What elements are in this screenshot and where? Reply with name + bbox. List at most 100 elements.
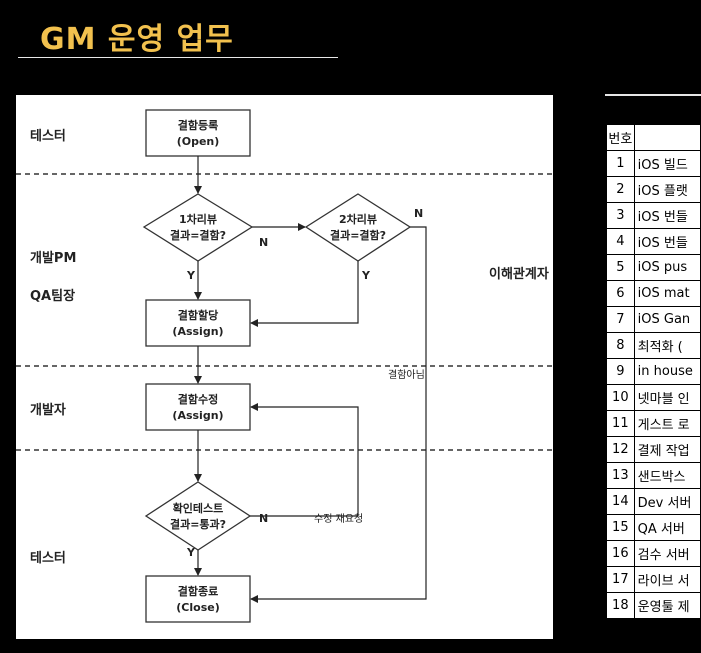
svg-text:결과=결함?: 결과=결함? bbox=[330, 228, 386, 242]
row-text: iOS 번들 bbox=[633, 228, 701, 255]
table-header-num: 번호 bbox=[606, 124, 635, 151]
row-num: 4 bbox=[606, 228, 635, 255]
row-text: QA 서버 bbox=[633, 514, 701, 541]
svg-text:결과=통과?: 결과=통과? bbox=[170, 517, 226, 531]
row-num: 15 bbox=[606, 514, 635, 541]
defect-flowchart: 테스터 개발PM QA팀장 개발자 테스터 이해관계자 결함등록 (Open) … bbox=[16, 95, 553, 639]
row-text: 최적화 ( bbox=[633, 332, 701, 359]
label-review2-yes: Y bbox=[361, 269, 371, 282]
node-close: 결함종료 (Close) bbox=[145, 575, 251, 623]
lane-label-qa-lead: QA팀장 bbox=[30, 288, 75, 304]
page-title: GM 운영 업무 bbox=[40, 22, 234, 57]
svg-text:결함등록: 결함등록 bbox=[178, 118, 218, 132]
edge-verify-fix bbox=[250, 403, 359, 517]
table-header-desc bbox=[633, 124, 701, 151]
row-num: 14 bbox=[606, 488, 635, 515]
row-text: in house bbox=[633, 358, 701, 385]
node-verify: 확인테스트 결과=통과? bbox=[144, 481, 252, 551]
row-text: Dev 서버 bbox=[633, 488, 701, 515]
node-register: 결함등록 (Open) bbox=[145, 109, 251, 157]
title-underline bbox=[18, 57, 338, 58]
row-text: 운영툴 제 bbox=[633, 592, 701, 619]
lane-label-dev-pm: 개발PM bbox=[30, 250, 76, 266]
label-verify-no: N bbox=[259, 512, 268, 525]
row-num: 11 bbox=[606, 410, 635, 437]
row-text: 넷마블 인 bbox=[633, 384, 701, 411]
table-header-row: 번호 bbox=[606, 124, 701, 151]
svg-text:1차리뷰: 1차리뷰 bbox=[179, 212, 217, 226]
edge-review2-assign bbox=[250, 261, 359, 327]
row-num: 6 bbox=[606, 280, 635, 307]
row-text: iOS Gan bbox=[633, 306, 701, 333]
row-num: 8 bbox=[606, 332, 635, 359]
row-num: 10 bbox=[606, 384, 635, 411]
row-num: 7 bbox=[606, 306, 635, 333]
row-text: 샌드박스 bbox=[633, 462, 701, 489]
table-top-rule bbox=[605, 94, 701, 96]
svg-text:(Close): (Close) bbox=[176, 601, 219, 614]
lane-label-tester-bottom: 테스터 bbox=[30, 550, 66, 566]
row-num: 5 bbox=[606, 254, 635, 281]
row-text: iOS mat bbox=[633, 280, 701, 307]
row-text: 게스트 로 bbox=[633, 410, 701, 437]
label-fix-request: 수정 재요청 bbox=[314, 513, 363, 525]
label-review1-no: N bbox=[259, 236, 268, 249]
svg-text:결과=결함?: 결과=결함? bbox=[170, 228, 226, 242]
row-num: 13 bbox=[606, 462, 635, 489]
row-num: 12 bbox=[606, 436, 635, 463]
node-review2: 2차리뷰 결과=결함? bbox=[304, 193, 412, 262]
flowchart-canvas: 테스터 개발PM QA팀장 개발자 테스터 이해관계자 결함등록 (Open) … bbox=[16, 109, 553, 623]
row-num: 16 bbox=[606, 540, 635, 567]
row-text: 검수 서버 bbox=[633, 540, 701, 567]
node-review1: 1차리뷰 결과=결함? bbox=[142, 193, 254, 262]
label-verify-yes: Y bbox=[186, 546, 196, 559]
row-num: 2 bbox=[606, 176, 635, 203]
lane-label-developer: 개발자 bbox=[30, 402, 66, 418]
svg-text:(Assign): (Assign) bbox=[172, 409, 223, 422]
row-text: iOS 플랫 bbox=[633, 176, 701, 203]
edge-review2-close bbox=[250, 226, 427, 603]
svg-text:2차리뷰: 2차리뷰 bbox=[339, 212, 377, 226]
lane-label-stakeholder: 이해관계자 bbox=[489, 266, 549, 282]
row-text: iOS 빌드 bbox=[633, 150, 701, 177]
row-text: iOS 번들 bbox=[633, 202, 701, 229]
label-review1-yes: Y bbox=[186, 269, 196, 282]
row-num: 18 bbox=[606, 592, 635, 619]
svg-text:(Assign): (Assign) bbox=[172, 325, 223, 338]
row-text: iOS pus bbox=[633, 254, 701, 281]
svg-text:(Open): (Open) bbox=[177, 135, 220, 148]
row-num: 1 bbox=[606, 150, 635, 177]
row-text: 라이브 서 bbox=[633, 566, 701, 593]
row-num: 3 bbox=[606, 202, 635, 229]
label-not-defect: 결함아님 bbox=[388, 369, 425, 381]
lane-label-tester-top: 테스터 bbox=[30, 128, 66, 144]
svg-text:결함수정: 결함수정 bbox=[178, 392, 218, 406]
svg-text:결함종료: 결함종료 bbox=[178, 584, 218, 598]
node-assign: 결함할당 (Assign) bbox=[145, 299, 251, 347]
svg-text:결함할당: 결함할당 bbox=[178, 308, 218, 322]
label-review2-no: N bbox=[414, 207, 423, 220]
row-text: 결제 작업 bbox=[633, 436, 701, 463]
row-num: 17 bbox=[606, 566, 635, 593]
node-fix: 결함수정 (Assign) bbox=[145, 383, 251, 431]
svg-text:확인테스트: 확인테스트 bbox=[173, 501, 224, 515]
row-num: 9 bbox=[606, 358, 635, 385]
